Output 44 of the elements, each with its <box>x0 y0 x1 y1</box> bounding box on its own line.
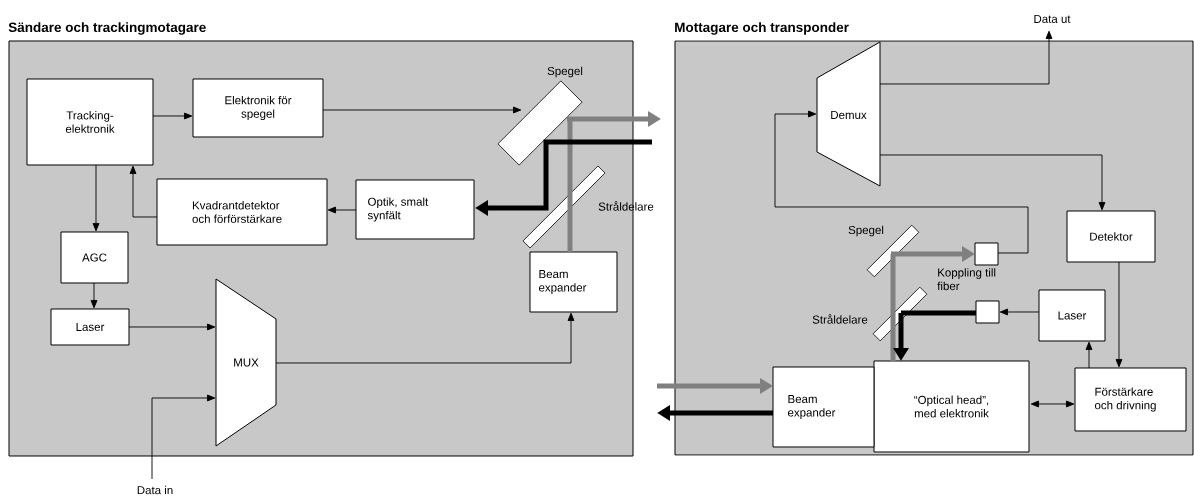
signal-label: Data ut <box>1034 15 1071 23</box>
process-box: Elektronik för spegel <box>192 78 324 138</box>
arrow <box>322 106 522 114</box>
process-box: Förstärkare och drivning <box>1074 367 1187 432</box>
arrow <box>1030 400 1075 408</box>
arrow <box>774 110 1029 254</box>
panel-title: Mottagare och transponder <box>675 22 849 35</box>
beam-splitter-label: Stråldelare <box>812 314 868 324</box>
process-box: Optik, smalt synfält <box>355 179 475 240</box>
beam-line <box>901 310 976 316</box>
arrow <box>129 165 158 218</box>
demultiplexer: Demux <box>816 41 881 187</box>
arrow <box>275 312 575 364</box>
part-label: Koppling till fiber <box>937 268 996 291</box>
arrow <box>92 164 100 232</box>
multiplexer: MUX <box>215 278 277 447</box>
panel-title: Sändare och trackingmotagare <box>8 22 206 35</box>
arrow <box>879 30 1053 85</box>
arrow <box>151 394 216 480</box>
arrow <box>879 154 1106 211</box>
process-box: Beam expander <box>772 366 875 448</box>
arrow <box>90 282 98 309</box>
process-box: Tracking-elektronik <box>26 78 154 166</box>
process-box: Beam expander <box>529 251 618 313</box>
arrow <box>327 206 357 214</box>
arrow <box>128 323 216 331</box>
arrow <box>999 308 1040 316</box>
process-box: Kvadrantdetektor och förförstärkare <box>156 178 328 246</box>
process-box: Laser <box>1038 289 1106 342</box>
signal-label: Data in <box>137 485 173 495</box>
fiber-coupler <box>974 242 999 266</box>
beam-line <box>890 254 896 361</box>
process-box: Detektor <box>1066 210 1156 263</box>
beam-line <box>567 119 573 252</box>
arrow <box>152 112 193 120</box>
mirror-label: Spegel <box>848 225 884 237</box>
process-box: AGC <box>60 231 129 284</box>
process-box: “Optical head”, med elektronik <box>873 360 1030 453</box>
fiber-coupler <box>975 300 1000 324</box>
beam-splitter-label: Stråldelare <box>598 201 654 211</box>
process-box: Laser <box>50 308 130 346</box>
mirror-label: Spegel <box>547 66 583 78</box>
arrow <box>1085 341 1093 369</box>
arrow <box>1115 261 1123 368</box>
